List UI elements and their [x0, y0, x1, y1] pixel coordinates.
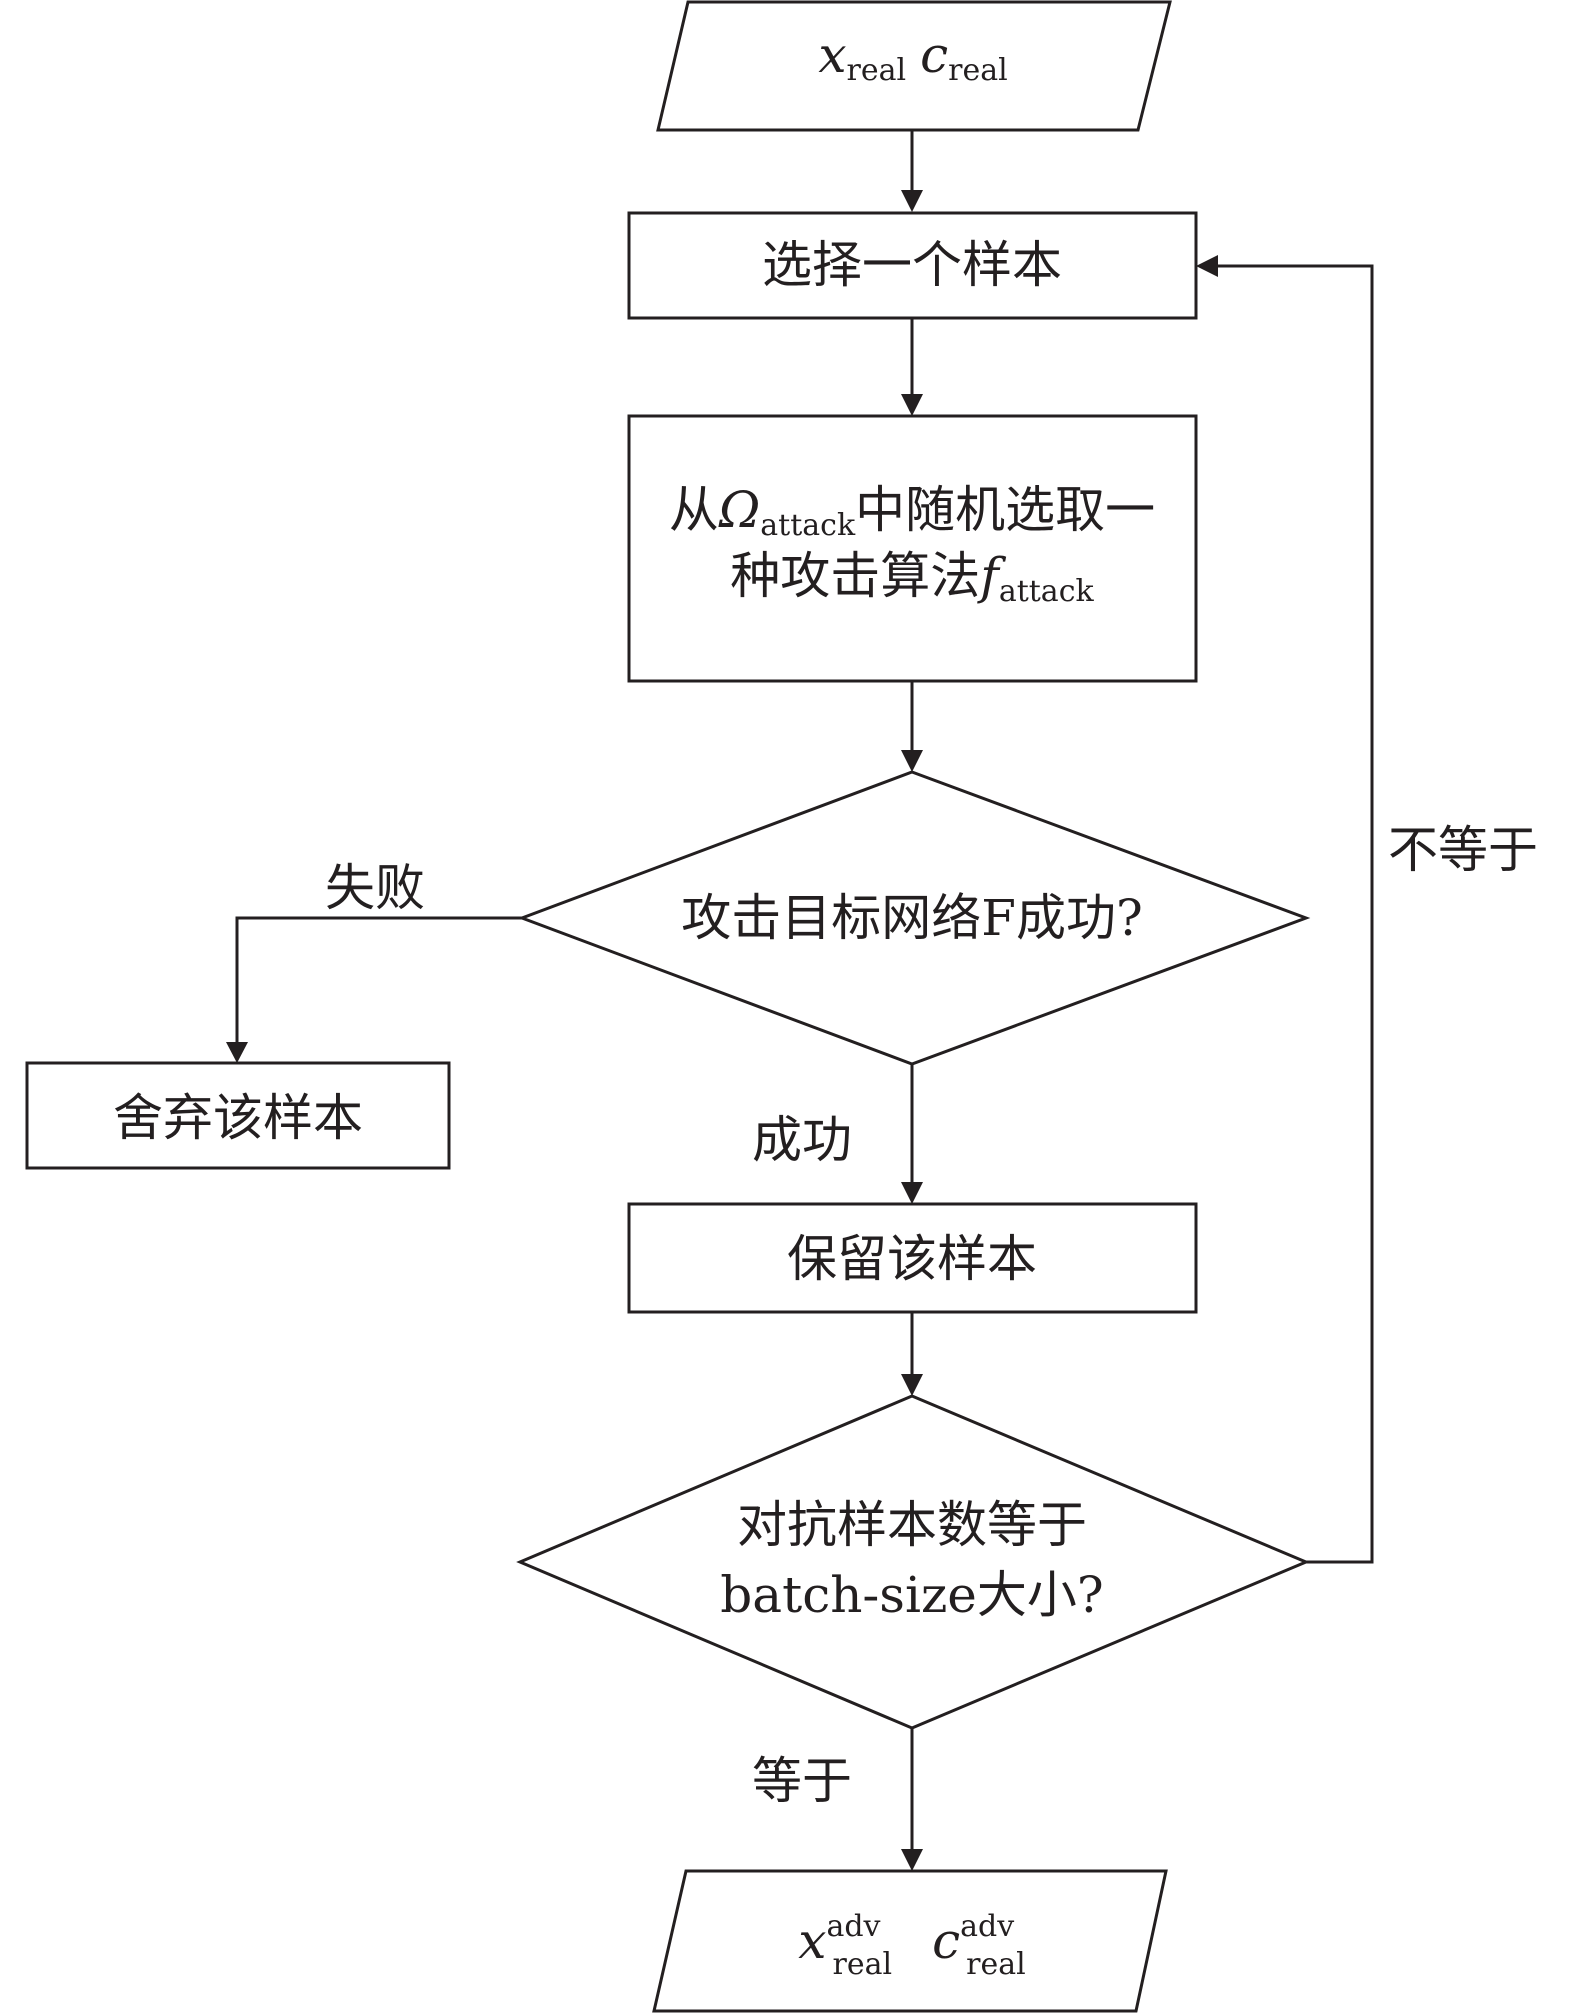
equal-label: 等于 — [752, 1752, 852, 1810]
keep-sample-node: 保留该样本 — [627, 1202, 1198, 1314]
edge-input-to-select — [901, 130, 923, 212]
edge-keep-to-check — [901, 1312, 923, 1396]
count-check-line1: 对抗样本数等于 — [737, 1496, 1087, 1554]
omega-symbol: Ω — [718, 481, 760, 539]
attack-success-label: 攻击目标网络F成功? — [681, 889, 1143, 947]
not-equal-label: 不等于 — [1388, 821, 1538, 879]
count-check-line2: batch-size大小? — [720, 1566, 1103, 1624]
attack-success-decision: 攻击目标网络F成功? — [517, 770, 1311, 1066]
output-x: x — [798, 1912, 826, 1970]
select-sample-node: 选择一个样本 — [627, 211, 1198, 320]
discard-sample-node: 舍弃该样本 — [25, 1061, 451, 1170]
svg-text:从Ωattack中随机选取一: 从Ωattack中随机选取一 — [669, 481, 1155, 543]
output-x-sub: real — [833, 1947, 893, 1982]
edge-not-equal-loop: 不等于 — [1196, 255, 1538, 1564]
fail-label: 失败 — [325, 859, 425, 917]
output-c: c — [932, 1912, 960, 1970]
success-label: 成功 — [752, 1111, 852, 1169]
keep-sample-label: 保留该样本 — [787, 1230, 1037, 1288]
output-x-sup: adv — [826, 1909, 880, 1944]
attack-line2-pre: 种攻击算法 — [730, 547, 980, 605]
select-sample-label: 选择一个样本 — [762, 236, 1062, 294]
f-sub: attack — [999, 574, 1095, 609]
edge-select-to-attack — [901, 318, 923, 416]
input-c: c — [920, 26, 948, 84]
omega-sub: attack — [760, 508, 856, 543]
count-check-decision: 对抗样本数等于 batch-size大小? — [516, 1394, 1310, 1730]
input-x: x — [818, 26, 846, 84]
random-attack-node: 从Ωattack中随机选取一 种攻击算法fattack — [627, 414, 1198, 683]
discard-sample-label: 舍弃该样本 — [113, 1089, 363, 1147]
svg-text:种攻击算法fattack: 种攻击算法fattack — [730, 547, 1094, 609]
attack-line1-post: 中随机选取一 — [855, 481, 1155, 539]
output-c-sup: adv — [960, 1909, 1014, 1944]
input-x-sub: real — [847, 53, 907, 88]
attack-line1-pre: 从 — [669, 481, 719, 539]
output-c-sub: real — [966, 1947, 1026, 1982]
input-c-sub: real — [948, 53, 1008, 88]
edge-attack-to-decision — [901, 681, 923, 772]
edge-success: 成功 — [752, 1064, 923, 1204]
edge-equal: 等于 — [752, 1728, 923, 1871]
edge-fail: 失败 — [226, 859, 522, 1063]
